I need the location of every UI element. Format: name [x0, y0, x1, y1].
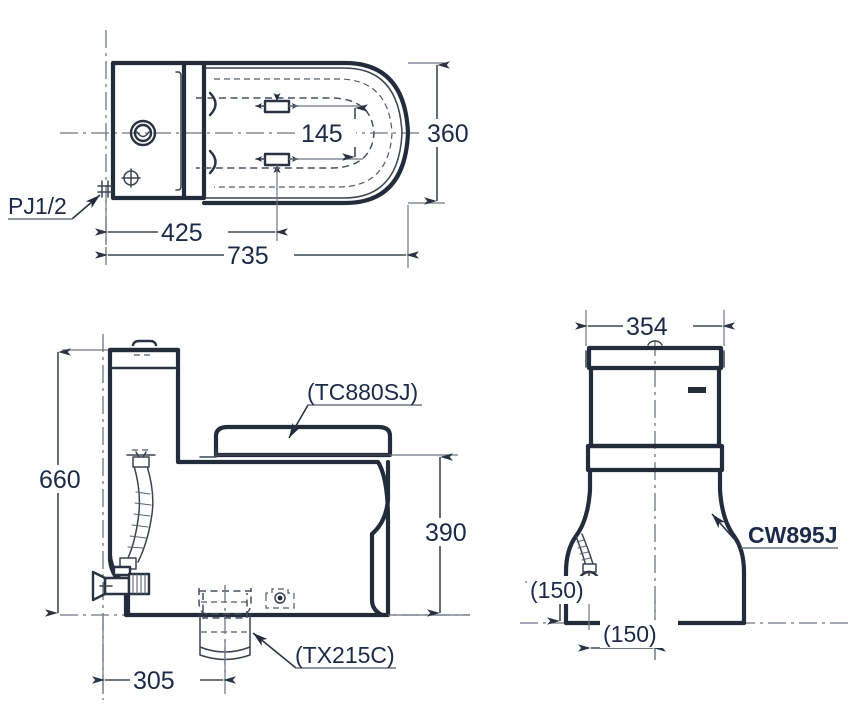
seat-callout-label: (TC880SJ) [307, 379, 418, 405]
dim-735-text-mask [224, 241, 294, 269]
dim-label-425: 425 [161, 219, 203, 247]
bowl-right-profile-front [717, 467, 747, 626]
dim-label-360: 360 [427, 120, 469, 148]
hinge-arrow-left-upper [256, 103, 262, 109]
dim-label-390: 390 [425, 519, 467, 547]
dim-354-text-mask [623, 312, 693, 340]
valve-wall-flange [91, 570, 107, 602]
seat-hinge-tab-side [199, 450, 217, 458]
dim-label-354: 354 [626, 313, 668, 341]
dim-label-305: 305 [133, 667, 175, 695]
hose-line-left [127, 465, 141, 559]
seat-hinge-upper [255, 93, 299, 114]
hose-upper-nut [132, 456, 150, 468]
hose-upper-taper [135, 451, 147, 458]
tank-label-mark-front [688, 387, 706, 393]
dim-label-735: 735 [227, 242, 269, 270]
floor-bolt-hole-outer [274, 592, 286, 604]
pj-supply-connector-symbol [97, 180, 113, 198]
hose-front-right-edge [581, 533, 594, 565]
hinge-pin-arrow-upper [273, 93, 281, 101]
bowl-outer-profile-top [201, 60, 411, 206]
dim-150h-text-mask [600, 620, 678, 648]
dim-360-text-mask [424, 119, 480, 147]
dim-305-text-mask [130, 666, 200, 694]
pj-label: PJ1/2 [8, 193, 67, 219]
outlet-flange-hidden [198, 588, 252, 615]
pj-leader-line [71, 194, 101, 220]
flush-button-side [131, 339, 158, 347]
tank-bowl-transition-top [181, 60, 207, 201]
angle-stop-valve-side [91, 565, 151, 602]
floor-bolt-plate-hidden [265, 588, 295, 609]
dim-label-150-horizontal: (150) [603, 621, 657, 647]
tank-inner-edge-top [175, 71, 182, 191]
hose-braid-texture [127, 491, 152, 549]
dim-390-text-mask [422, 518, 480, 546]
bowl-rim-secondary-top [214, 78, 393, 188]
top-view: PJ1/2 145 360 425 735 [8, 30, 480, 270]
valve-top-nut [112, 565, 132, 577]
floor-bolt-hole-inner [277, 595, 283, 601]
hinge-arrow-left-lower [256, 156, 262, 162]
supply-hose-assembly-side [119, 449, 156, 570]
seat-outer-line-top [205, 67, 403, 199]
flush-valve-inner-ring [133, 123, 153, 143]
hose-line-right [137, 465, 154, 563]
flush-valve-detail [136, 131, 150, 138]
front-view: CW895J 354 (150) (150) [520, 310, 850, 660]
bowl-shoulder-notch-upper [208, 91, 217, 117]
dim-425-text-mask [158, 218, 228, 246]
outlet-trap-assembly-side [198, 585, 295, 672]
trap-callout-label: (TX215C) [295, 642, 395, 668]
hinge-body-lower [263, 152, 291, 167]
hinge-body-upper [263, 99, 291, 114]
bowl-inner-rim-top [196, 97, 375, 169]
trap-callout-leader [252, 632, 297, 669]
dim-label-145: 145 [301, 120, 343, 148]
dim-660-text-mask [36, 465, 94, 493]
side-view: (TC880SJ) (TX215C) 660 390 305 [36, 334, 480, 700]
dim-label-150-vertical: (150) [530, 577, 584, 603]
valve-handle-ribs [132, 573, 146, 595]
hose-front-braid [576, 539, 591, 561]
seat-callout-leader [288, 404, 309, 439]
bowl-right-profile [369, 459, 391, 618]
dim-150v-text-mask [527, 576, 605, 604]
lid-top-notch-front [647, 340, 663, 346]
bowl-shoulder-notch-lower [208, 149, 217, 175]
dim-145-text-mask [298, 119, 356, 147]
model-callout-label: CW895J [748, 522, 837, 548]
tank-lid-side-edges-front [585, 350, 725, 368]
valve-handle-block [127, 572, 151, 596]
flush-valve-outer-ring [129, 119, 157, 147]
dim-label-660: 660 [39, 466, 81, 494]
model-callout-leader [711, 513, 743, 549]
toilet-seat-side [213, 424, 393, 458]
